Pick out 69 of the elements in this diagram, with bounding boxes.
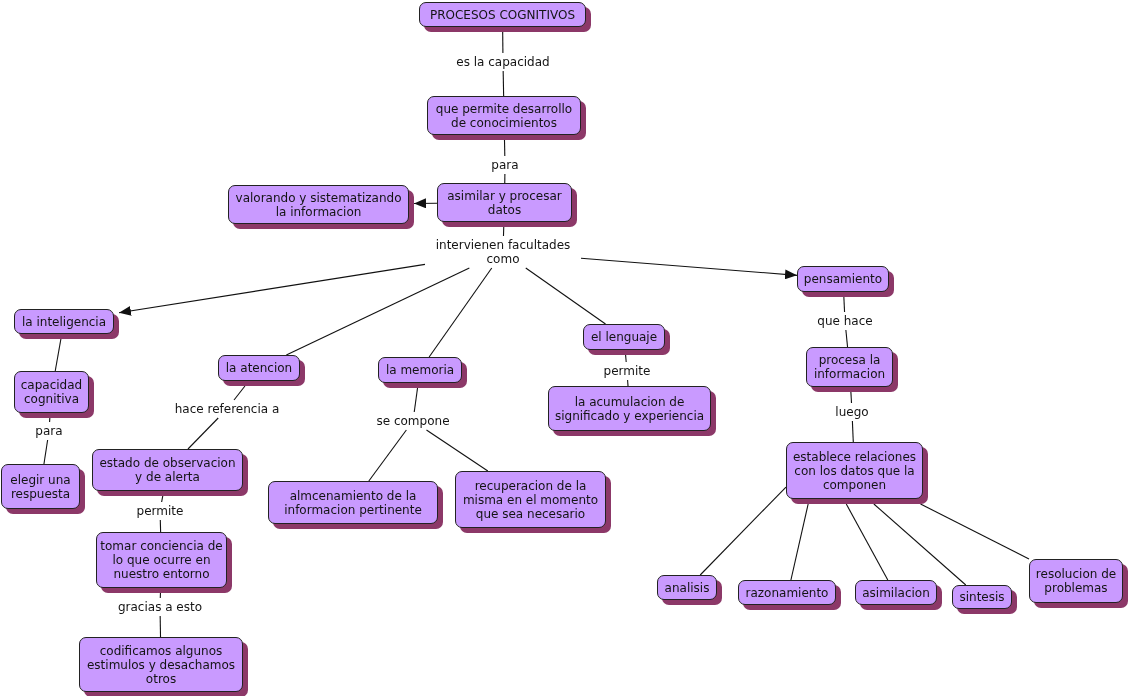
- linking-phrase: hace referencia a: [172, 401, 282, 417]
- concept-box: PROCESOS COGNITIVOS: [419, 2, 591, 32]
- concept-box: la acumulacion de significado y experiencia: [548, 386, 716, 436]
- concept-box: codificamos algunos estimulos y desachamos otros: [79, 637, 248, 696]
- concept-box: asimilacion: [855, 580, 942, 610]
- connector-line: [845, 329, 849, 348]
- concept-box: elegir una respuesta: [1, 464, 85, 514]
- linking-phrase: permite: [601, 363, 653, 379]
- connector-line: [699, 486, 787, 576]
- concept-box: que permite desarrollo de conocimientos: [427, 96, 586, 140]
- connector-line: [368, 429, 407, 482]
- concept-box: valorando y sistematizando la informacion: [228, 185, 414, 229]
- connector-line: [845, 503, 889, 581]
- linking-phrase: gracias a esto: [115, 599, 205, 615]
- linking-phrase: para: [489, 157, 521, 173]
- concept-box: capacidad cognitiva: [14, 371, 94, 418]
- concept-box: estado de observacion y de alerta: [92, 449, 248, 496]
- connector-line: [851, 420, 854, 443]
- arrow: [413, 198, 438, 209]
- connector-line: [850, 391, 853, 404]
- connector-line: [159, 592, 161, 599]
- concept-box: razonamiento: [738, 580, 841, 610]
- connector-line: [873, 503, 967, 586]
- concept-box: la memoria: [378, 357, 467, 388]
- linking-phrase: intervienen facultades como: [426, 237, 580, 267]
- connector-line: [159, 615, 162, 638]
- connector-line: [502, 31, 504, 54]
- arrow: [580, 257, 798, 280]
- concept-box: la atencion: [218, 355, 305, 386]
- connector-line: [49, 417, 51, 423]
- linking-phrase: es la capacidad: [454, 54, 552, 70]
- linking-phrase: luego: [833, 404, 871, 420]
- arrow: [118, 263, 426, 316]
- concept-box: establece relaciones con los datos que la componen: [786, 442, 928, 504]
- linking-phrase: para: [33, 423, 65, 439]
- connector-line: [790, 503, 809, 581]
- concept-box: procesa la informacion: [806, 347, 898, 392]
- connector-line: [233, 385, 246, 401]
- connector-line: [502, 226, 505, 237]
- linking-phrase: que hace: [815, 313, 875, 329]
- concept-box: la inteligencia: [14, 309, 119, 339]
- concept-box: asimilar y procesar datos: [437, 183, 577, 227]
- connector-line: [413, 387, 419, 413]
- concept-box: recuperacion de la misma en el momento que sea necesario: [455, 471, 611, 533]
- connector-line: [187, 417, 219, 450]
- connector-line: [159, 519, 162, 533]
- connector-line: [625, 354, 627, 363]
- linking-phrase: se compone: [374, 413, 452, 429]
- connector-line: [161, 495, 164, 503]
- concept-box: resolucion de problemas: [1029, 559, 1128, 608]
- connector-line: [425, 429, 489, 472]
- connector-line: [504, 173, 506, 184]
- connector-line: [428, 267, 493, 358]
- connector-line: [843, 296, 846, 313]
- concept-box: tomar conciencia de lo que ocurre en nuestro entorno: [96, 532, 232, 593]
- concept-box: pensamiento: [797, 266, 894, 297]
- connector-line: [54, 338, 62, 372]
- connector-line: [502, 70, 505, 97]
- concept-box: el lenguaje: [583, 324, 670, 355]
- concept-box: analisis: [657, 575, 722, 605]
- connector-line: [43, 439, 49, 465]
- connector-line: [525, 267, 607, 325]
- linking-phrase: permite: [134, 503, 186, 519]
- concept-box: sintesis: [952, 585, 1017, 614]
- connector-line: [285, 267, 470, 356]
- concept-box: almcenamiento de la informacion pertinente: [268, 481, 443, 529]
- connector-line: [920, 503, 1030, 560]
- connector-line: [503, 139, 506, 157]
- connector-line: [627, 379, 629, 387]
